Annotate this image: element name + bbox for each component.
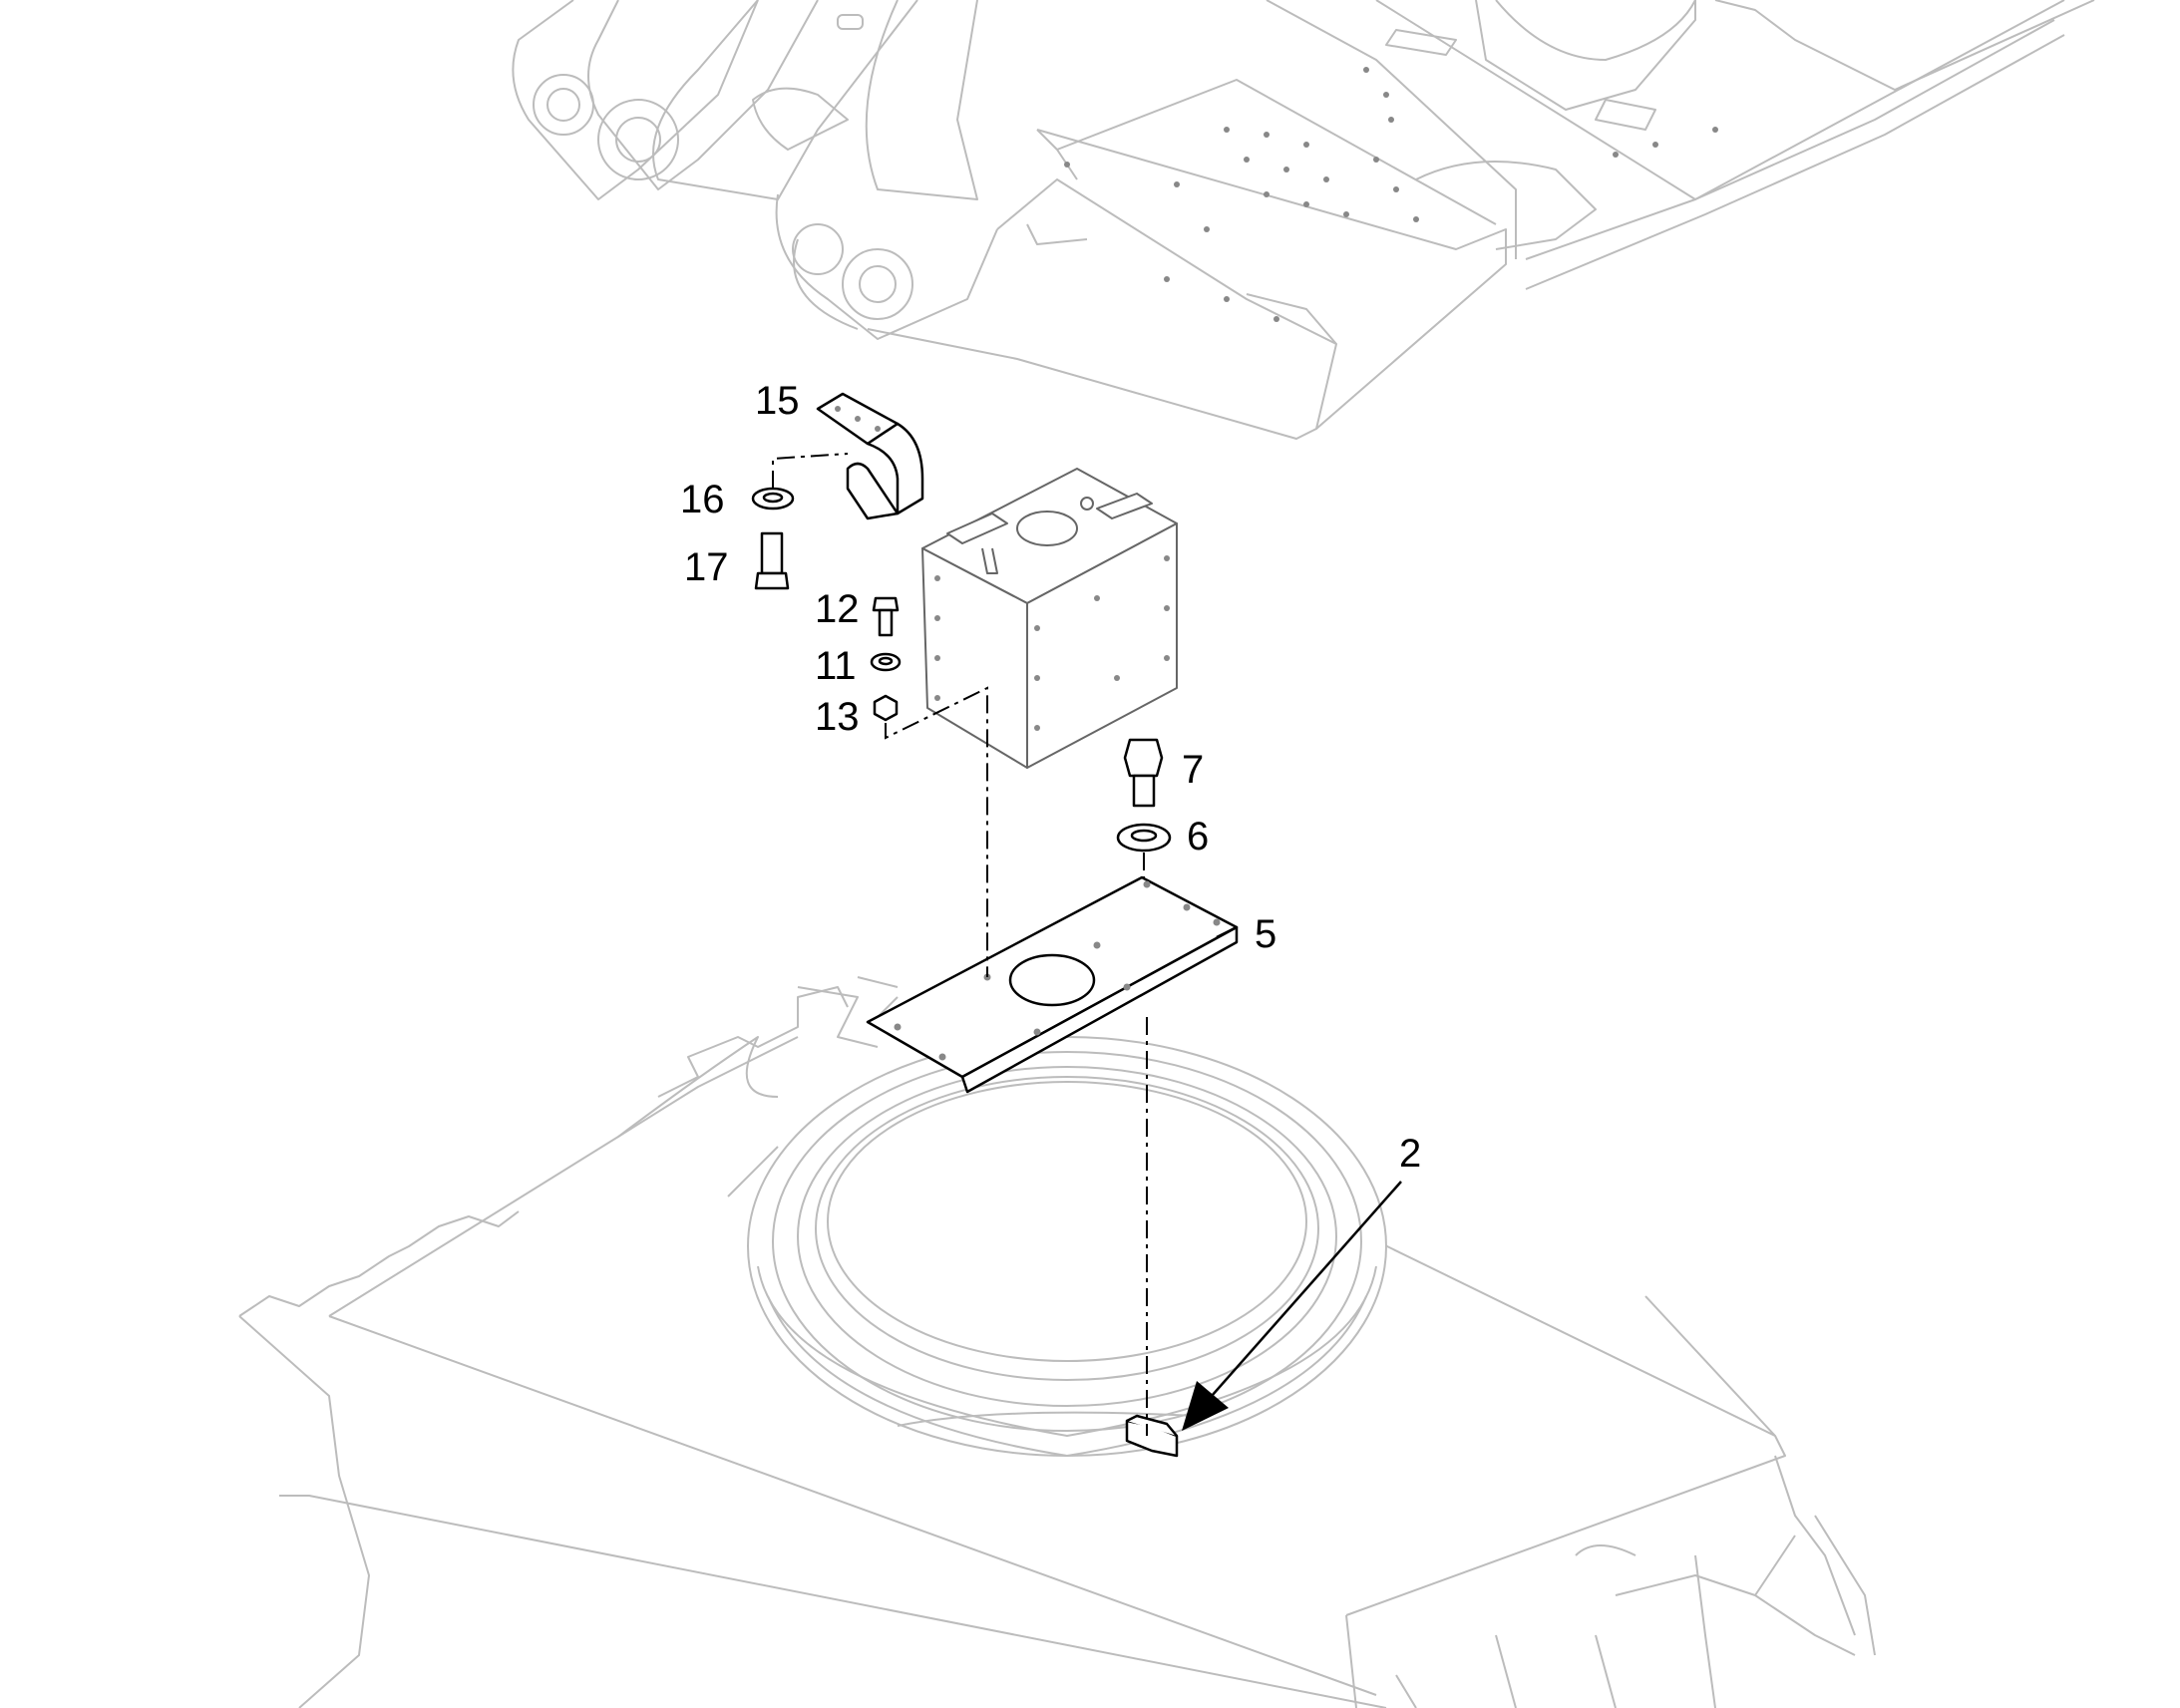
callout-16: 16: [680, 478, 725, 521]
callout-5: 5: [1255, 912, 1276, 956]
callout-17: 17: [684, 545, 729, 589]
callout-2: 2: [1399, 1132, 1421, 1176]
leader-arrow-2: [1182, 1181, 1402, 1431]
callout-12: 12: [815, 587, 860, 631]
washer-part-16: [751, 487, 795, 511]
storage-box: [921, 468, 1178, 769]
nut-part-13: [873, 694, 899, 722]
bolt-part-12: [872, 596, 900, 637]
callout-11: 11: [815, 644, 857, 688]
bracket-part-15: [816, 392, 924, 520]
callout-7: 7: [1182, 748, 1204, 792]
bolt-part-17: [754, 531, 790, 590]
callout-13: 13: [815, 695, 860, 739]
assembly-lines: [772, 453, 1148, 1436]
upper-frame: [512, 0, 2095, 440]
washer-part-6: [1116, 823, 1172, 853]
bolt-part-7: [1123, 738, 1164, 808]
washer-part-11: [870, 652, 902, 672]
callout-labels: 15 16 17 12 11 13 7 6 5 2: [680, 379, 1421, 1176]
frame-rivet-dots: [1064, 67, 1718, 322]
callout-15: 15: [755, 379, 800, 423]
lower-frame: [238, 976, 1876, 1708]
mounting-plate-part-5: [866, 875, 1239, 1094]
callout-6: 6: [1187, 815, 1209, 858]
